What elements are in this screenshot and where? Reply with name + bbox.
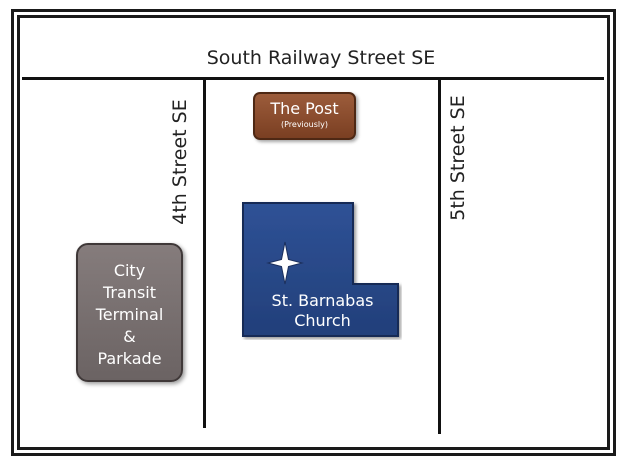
fifth-street-line xyxy=(438,80,441,434)
church-label-line: Church xyxy=(294,311,351,330)
map-border-outer xyxy=(11,9,616,456)
compass-star-icon xyxy=(266,241,304,285)
church-label: St. Barnabas Church xyxy=(255,291,390,331)
transit-label-line: Parkade xyxy=(97,349,162,368)
south-railway-street-line xyxy=(22,77,604,80)
fifth-street-label: 5th Street SE xyxy=(447,95,469,221)
church-shape xyxy=(242,202,399,337)
the-post-title: The Post xyxy=(270,99,339,118)
transit-label-line: Transit xyxy=(103,283,156,302)
transit-label-line: & xyxy=(123,327,136,346)
city-transit-terminal-building: City Transit Terminal & Parkade xyxy=(76,243,183,382)
transit-label-line: Terminal xyxy=(95,305,164,324)
fourth-street-line xyxy=(203,80,206,428)
the-post-building: The Post (Previously) xyxy=(253,92,356,140)
transit-label-line: City xyxy=(113,261,146,280)
fourth-street-label: 4th Street SE xyxy=(169,99,191,225)
church-label-line: St. Barnabas xyxy=(271,291,374,310)
map-border-inner xyxy=(17,15,610,450)
the-post-subtitle: (Previously) xyxy=(280,120,328,129)
st-barnabas-church-building xyxy=(242,202,399,337)
transit-label: City Transit Terminal & Parkade xyxy=(78,260,181,370)
south-railway-street-label: South Railway Street SE xyxy=(206,47,436,69)
